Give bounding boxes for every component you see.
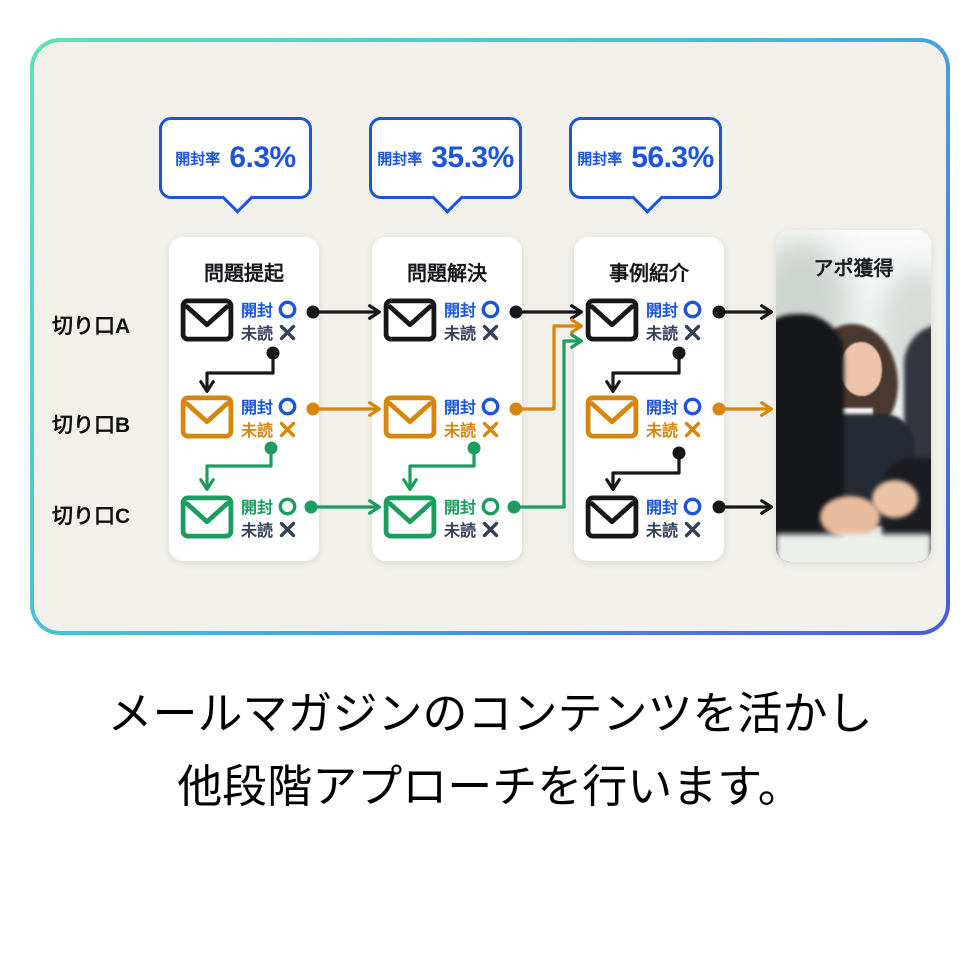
opened-circle-icon xyxy=(682,396,703,417)
opened-label: 開封 xyxy=(241,303,274,320)
open-rate-value: 56.3% xyxy=(631,141,714,174)
mail-row-a: 開封 未読 xyxy=(180,298,298,343)
mail-icon xyxy=(180,395,234,440)
unread-cross-icon xyxy=(277,519,298,540)
card-title: 問題解決 xyxy=(407,263,487,285)
mail-status: 開封 未読 xyxy=(444,395,501,440)
row-label-a: 切り口A xyxy=(52,315,131,338)
opened-label: 開封 xyxy=(444,303,477,320)
mail-row-b: 開封 未読 xyxy=(585,395,703,440)
mail-icon xyxy=(585,495,639,540)
opened-circle-icon xyxy=(480,396,501,417)
stage-card-problem-raising: 問題提起 開封 未読 開封 未読 xyxy=(169,237,319,561)
caption-line-2: 他段階アプローチを行います。 xyxy=(177,760,803,812)
unread-cross-icon xyxy=(480,322,501,343)
open-rate-label: 開封率 xyxy=(577,150,623,168)
unread-cross-icon xyxy=(682,519,703,540)
unread-label: 未読 xyxy=(241,326,274,343)
mail-status: 開封 未読 xyxy=(646,395,703,440)
mail-icon xyxy=(585,298,639,343)
opened-circle-icon xyxy=(480,299,501,320)
unread-cross-icon xyxy=(682,322,703,343)
photo-title: アポ獲得 xyxy=(813,258,894,280)
mail-status: 開封 未読 xyxy=(646,495,703,540)
opened-circle-icon xyxy=(277,496,298,517)
row-label-c: 切り口C xyxy=(52,505,131,528)
open-rate-label: 開封率 xyxy=(377,150,423,168)
mail-icon xyxy=(383,495,437,540)
mail-row-c: 開封 未読 xyxy=(383,495,501,540)
mail-icon xyxy=(180,298,234,343)
mail-icon xyxy=(383,395,437,440)
opened-label: 開封 xyxy=(646,500,679,517)
unread-label: 未読 xyxy=(444,523,477,540)
open-rate-value: 6.3% xyxy=(229,141,296,174)
opened-label: 開封 xyxy=(444,400,477,417)
opened-label: 開封 xyxy=(444,500,477,517)
mail-row-a: 開封 未読 xyxy=(585,298,703,343)
open-rate-label: 開封率 xyxy=(175,150,221,168)
mail-status: 開封 未読 xyxy=(241,298,298,343)
mail-status: 開封 未読 xyxy=(444,495,501,540)
callout-tail xyxy=(431,181,464,214)
open-rate-callout-1: 開封率 6.3% xyxy=(159,117,312,214)
stage-card-case-study: 事例紹介 開封 未読 開封 未読 xyxy=(574,237,724,561)
opened-label: 開封 xyxy=(241,400,274,417)
open-rate-value: 35.3% xyxy=(431,141,514,174)
caption-line-1: メールマガジンのコンテンツを活かし xyxy=(107,688,873,739)
opened-label: 開封 xyxy=(646,303,679,320)
unread-label: 未読 xyxy=(444,326,477,343)
mail-status: 開封 未読 xyxy=(646,298,703,343)
opened-circle-icon xyxy=(682,299,703,320)
mail-row-b: 開封 未読 xyxy=(180,395,298,440)
unread-cross-icon xyxy=(682,419,703,440)
unread-cross-icon xyxy=(480,519,501,540)
opened-circle-icon xyxy=(277,299,298,320)
unread-label: 未読 xyxy=(646,326,679,343)
unread-cross-icon xyxy=(277,322,298,343)
mail-icon xyxy=(180,495,234,540)
mail-status: 開封 未読 xyxy=(241,395,298,440)
mail-status: 開封 未読 xyxy=(241,495,298,540)
mail-row-b: 開封 未読 xyxy=(383,395,501,440)
unread-cross-icon xyxy=(277,419,298,440)
diagram-panel: 開封率 6.3% 開封率 35.3% 開封率 56.3% 切り口A 切り口B 切… xyxy=(30,38,950,635)
diagram-panel-inner: 開封率 6.3% 開封率 35.3% 開封率 56.3% 切り口A 切り口B 切… xyxy=(34,42,946,631)
meeting-photo: アポ獲得 xyxy=(776,230,931,562)
callout-tail xyxy=(631,181,664,214)
opened-circle-icon xyxy=(277,396,298,417)
unread-cross-icon xyxy=(480,419,501,440)
stage-card-problem-solving: 問題解決 開封 未読 開封 未読 xyxy=(372,237,522,561)
mail-row-c: 開封 未読 xyxy=(180,495,298,540)
unread-label: 未読 xyxy=(646,423,679,440)
unread-label: 未読 xyxy=(241,523,274,540)
row-label-b: 切り口B xyxy=(52,414,131,437)
mail-row-c: 開封 未読 xyxy=(585,495,703,540)
unread-label: 未読 xyxy=(444,423,477,440)
caption: メールマガジンのコンテンツを活かし 他段階アプローチを行います。 xyxy=(0,678,980,824)
open-rate-callout-2: 開封率 35.3% xyxy=(369,117,522,214)
open-rate-callout-3: 開封率 56.3% xyxy=(569,117,722,214)
opened-label: 開封 xyxy=(646,400,679,417)
unread-label: 未読 xyxy=(241,423,274,440)
card-title: 問題提起 xyxy=(204,263,284,285)
opened-label: 開封 xyxy=(241,500,274,517)
mail-icon xyxy=(585,395,639,440)
unread-label: 未読 xyxy=(646,523,679,540)
callout-tail xyxy=(221,181,254,214)
mail-status: 開封 未読 xyxy=(444,298,501,343)
mail-icon xyxy=(383,298,437,343)
opened-circle-icon xyxy=(480,496,501,517)
card-title: 事例紹介 xyxy=(609,263,689,285)
mail-row-a: 開封 未読 xyxy=(383,298,501,343)
opened-circle-icon xyxy=(682,496,703,517)
